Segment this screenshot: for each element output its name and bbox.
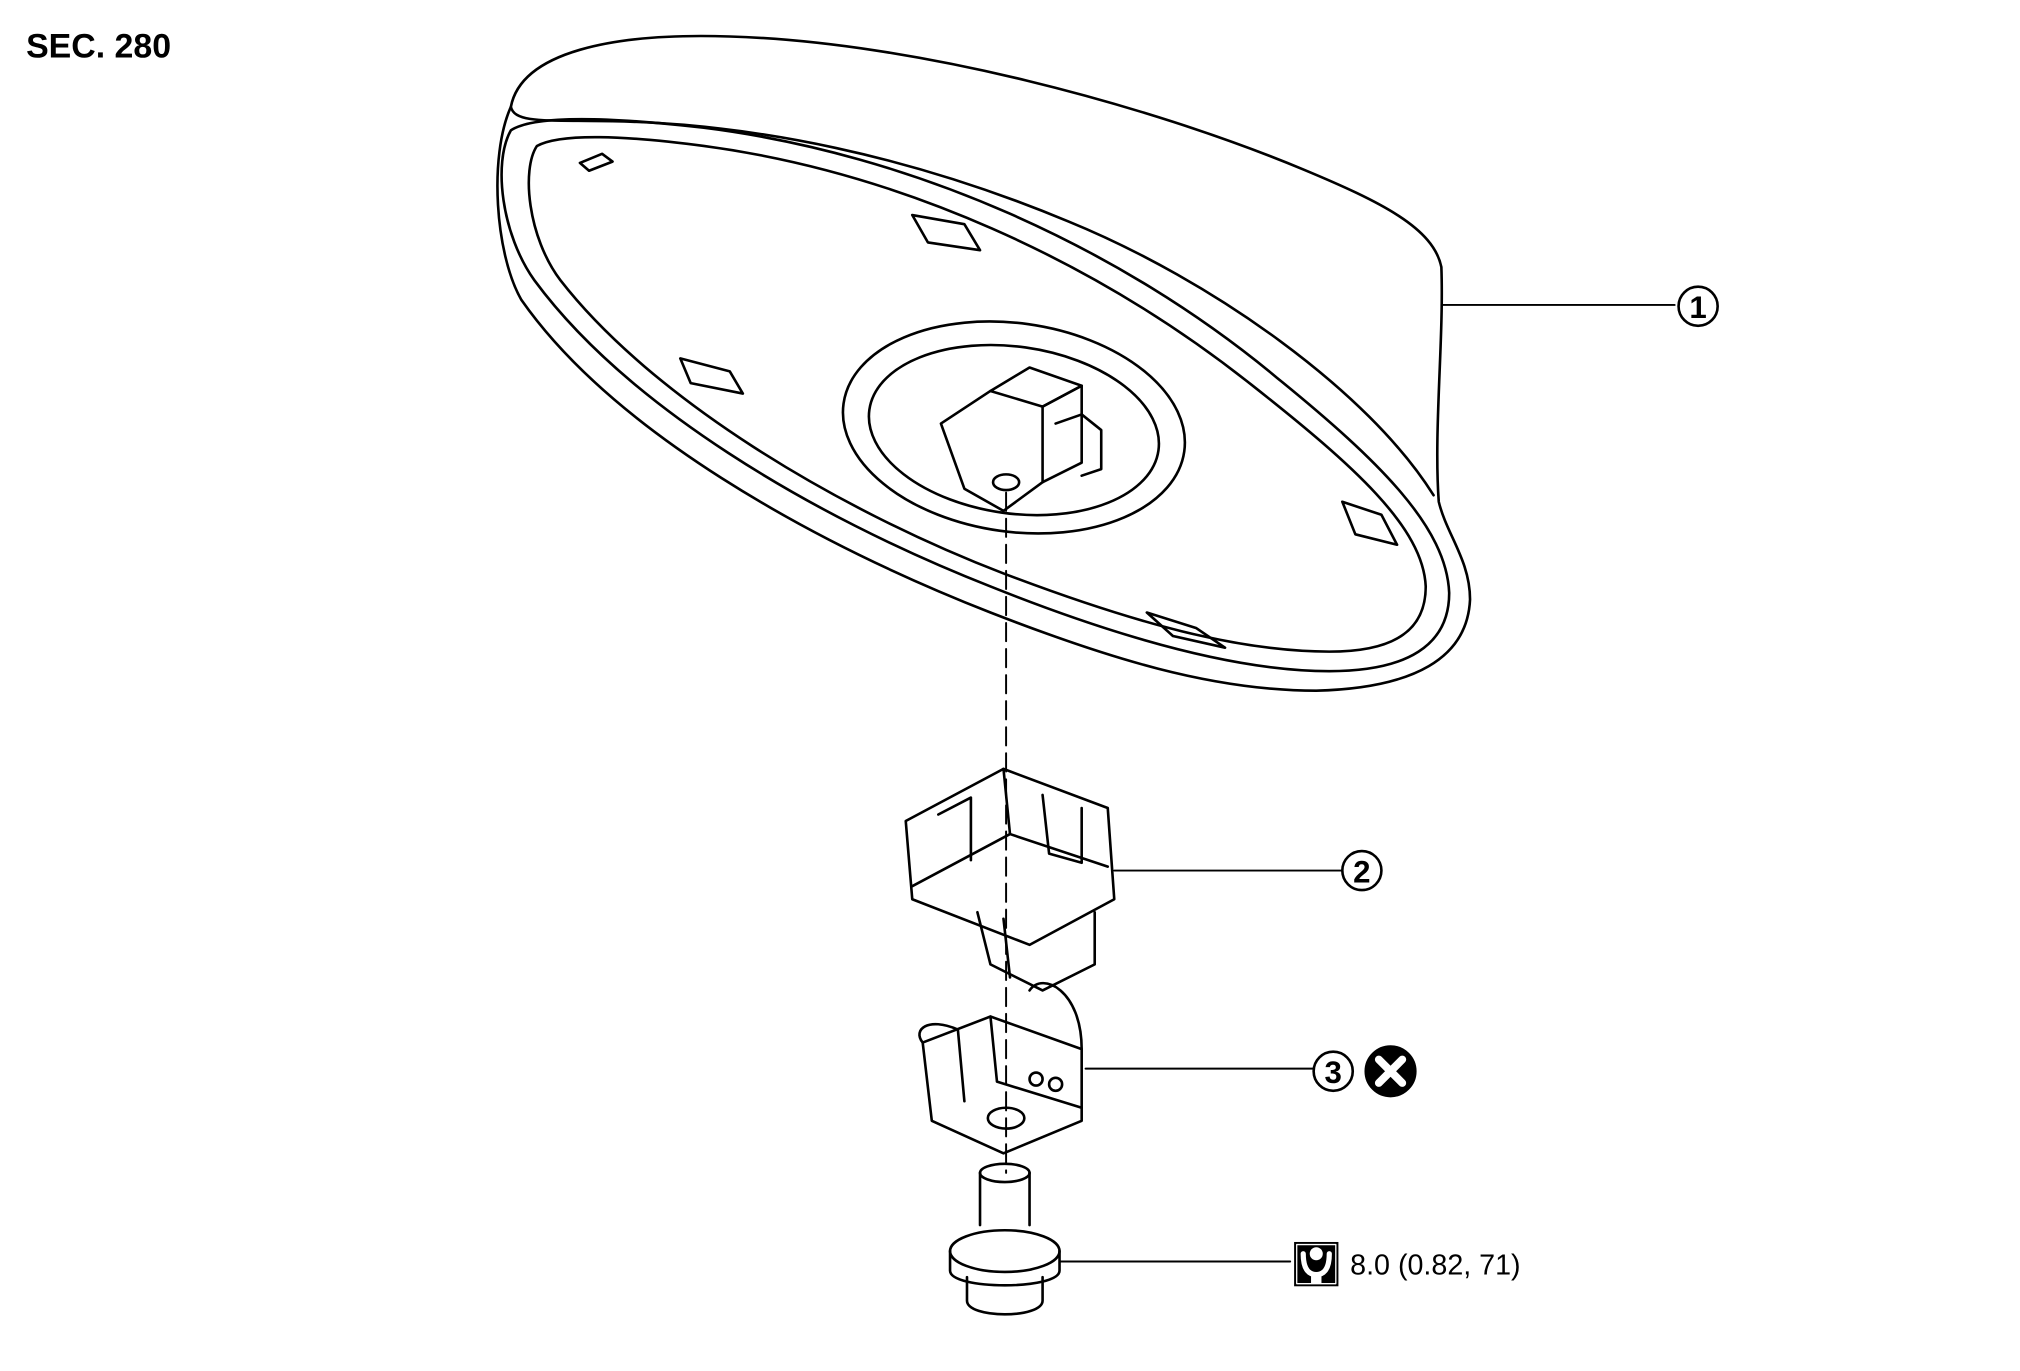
- torque-value: 8.0 (0.82, 71): [1350, 1250, 1520, 1282]
- do-not-reuse-icon: [1364, 1045, 1417, 1098]
- svg-text:1: 1: [1689, 290, 1706, 325]
- svg-text:3: 3: [1325, 1055, 1342, 1090]
- torque-wrench-icon: [1294, 1241, 1339, 1287]
- clip-part: [904, 767, 1344, 992]
- callout-2: 2: [1341, 849, 1383, 892]
- bolt-part: [948, 1162, 1292, 1316]
- antenna-base-part: [496, 34, 1676, 693]
- callout-1: 1: [1677, 285, 1719, 328]
- callout-3: 3: [1312, 1050, 1355, 1093]
- section-label: SEC. 280: [26, 27, 171, 65]
- nut-clip-part: [918, 981, 1315, 1155]
- svg-text:2: 2: [1353, 854, 1370, 889]
